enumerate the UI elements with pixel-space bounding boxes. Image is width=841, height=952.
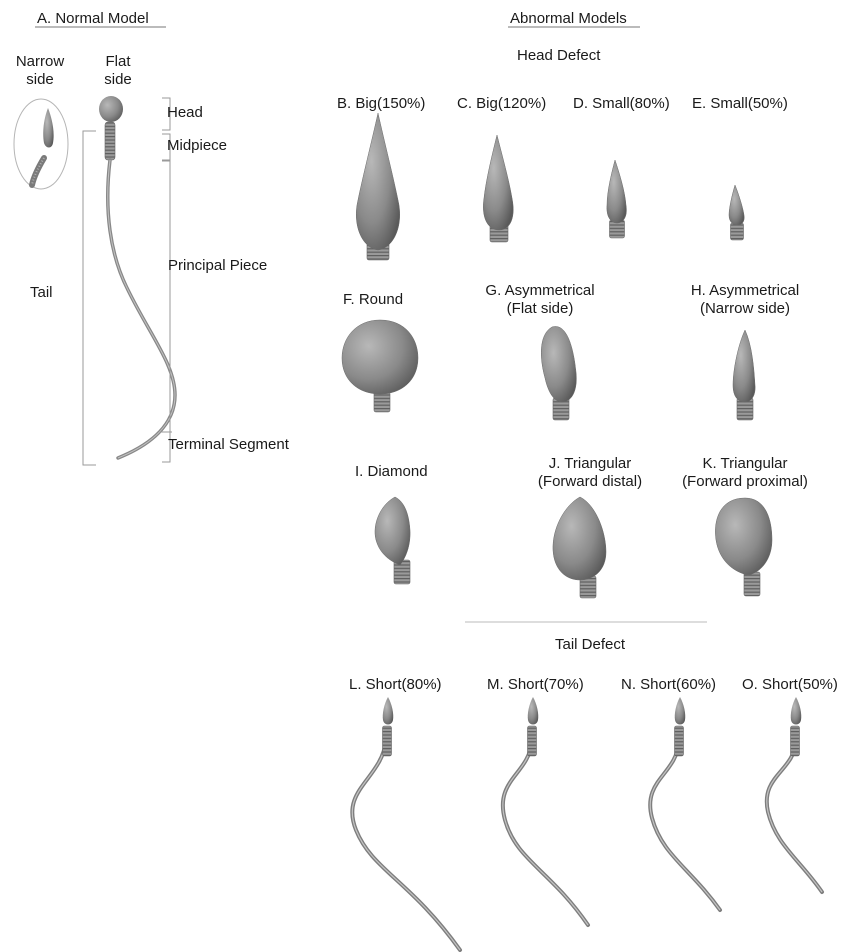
model-l-sperm xyxy=(352,697,460,950)
flat-side-line-1: Flat xyxy=(90,53,146,71)
narrow-side-ellipse xyxy=(14,99,68,189)
model-g-head xyxy=(541,326,576,402)
head-defect-title: Head Defect xyxy=(517,47,600,65)
model-g-label: G. Asymmetrical (Flat side) xyxy=(470,282,610,318)
model-m-label: M. Short(70%) xyxy=(487,676,584,694)
model-h-label-line-2: (Narrow side) xyxy=(675,300,815,318)
model-e-head xyxy=(729,185,744,225)
model-b-head-model xyxy=(356,113,400,260)
principal-piece-label: Principal Piece xyxy=(168,257,267,275)
flat-side-sperm xyxy=(99,96,175,458)
normal-model-title: A. Normal Model xyxy=(37,10,149,28)
model-d-head-model xyxy=(607,160,627,238)
tail-defect-title: Tail Defect xyxy=(555,636,625,654)
model-k-head-model xyxy=(715,498,772,596)
model-b-label: B. Big(150%) xyxy=(337,95,425,113)
model-d-label: D. Small(80%) xyxy=(573,95,670,113)
model-e-label: E. Small(50%) xyxy=(692,95,788,113)
model-e-head-model xyxy=(729,185,744,240)
model-h-head-model xyxy=(733,330,755,420)
model-o-label: O. Short(50%) xyxy=(742,676,838,694)
model-d-head xyxy=(607,160,627,223)
normal-sperm-model xyxy=(14,96,175,465)
tail-bracket xyxy=(83,131,96,465)
model-k-label-line-1: K. Triangular xyxy=(670,455,820,473)
narrow-side-line-1: Narrow xyxy=(10,53,70,71)
model-j-label: J. Triangular (Forward distal) xyxy=(520,455,660,491)
flat-side-line-2: side xyxy=(90,71,146,89)
model-c-label: C. Big(120%) xyxy=(457,95,546,113)
narrow-side-sperm xyxy=(32,108,54,185)
model-k-label: K. Triangular (Forward proximal) xyxy=(670,455,820,491)
model-k-head xyxy=(715,498,772,575)
midpiece-label: Midpiece xyxy=(167,137,227,155)
model-n-label: N. Short(60%) xyxy=(621,676,716,694)
model-c-head xyxy=(483,135,513,230)
model-f-head-model xyxy=(342,320,418,412)
terminal-segment-label: Terminal Segment xyxy=(168,436,289,454)
tail-label: Tail xyxy=(30,284,53,302)
head-label: Head xyxy=(167,104,203,122)
model-n-sperm xyxy=(650,697,720,910)
model-g-head-model xyxy=(541,326,576,420)
narrow-side-label: Narrow side xyxy=(10,53,70,89)
model-f-label: F. Round xyxy=(343,291,403,309)
part-brackets xyxy=(83,98,172,465)
model-i-head xyxy=(375,497,410,565)
model-j-head xyxy=(553,497,606,580)
model-l-label: L. Short(80%) xyxy=(349,676,442,694)
model-h-label: H. Asymmetrical (Narrow side) xyxy=(675,282,815,318)
model-m-sperm xyxy=(503,697,588,925)
model-k-label-line-2: (Forward proximal) xyxy=(670,473,820,491)
narrow-side-line-2: side xyxy=(10,71,70,89)
model-j-label-line-2: (Forward distal) xyxy=(520,473,660,491)
model-o-sperm xyxy=(767,697,822,892)
model-i-head-model xyxy=(375,497,410,584)
model-h-head xyxy=(733,330,755,402)
model-j-label-line-1: J. Triangular xyxy=(520,455,660,473)
flat-side-label: Flat side xyxy=(90,53,146,89)
model-b-head xyxy=(356,113,400,250)
abnormal-models-title: Abnormal Models xyxy=(510,10,627,28)
model-g-label-line-2: (Flat side) xyxy=(470,300,610,318)
model-h-label-line-1: H. Asymmetrical xyxy=(675,282,815,300)
model-f-head xyxy=(342,320,418,394)
model-j-head-model xyxy=(553,497,606,598)
model-c-head-model xyxy=(483,135,513,242)
model-i-label: I. Diamond xyxy=(355,463,428,481)
model-g-label-line-1: G. Asymmetrical xyxy=(470,282,610,300)
